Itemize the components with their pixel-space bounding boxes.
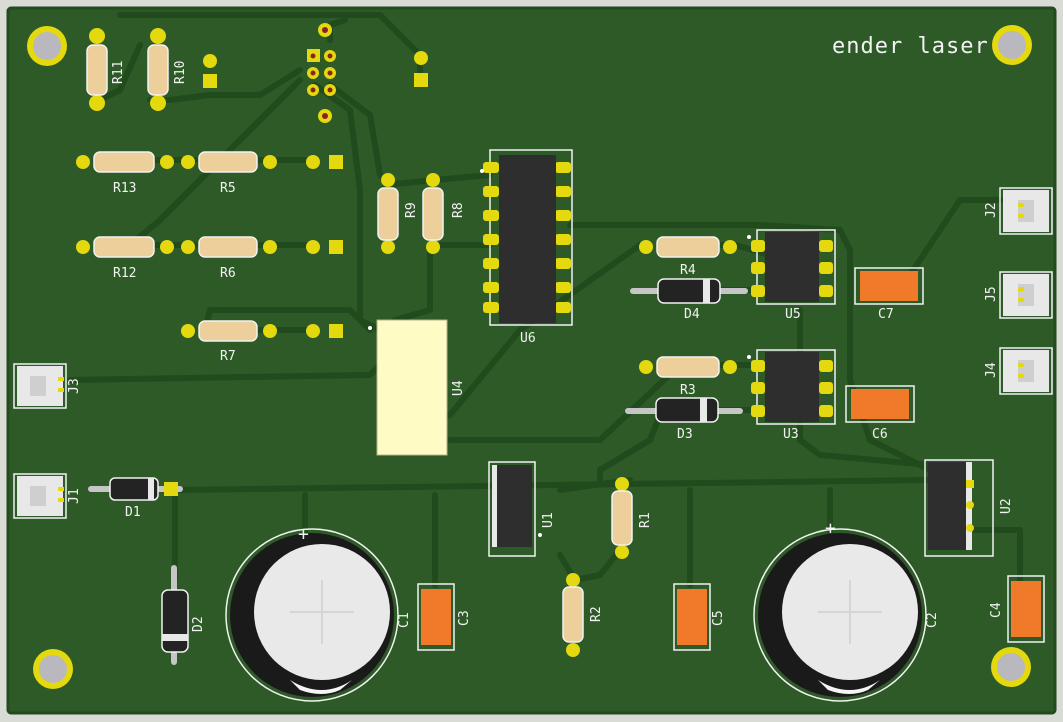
label-j1: J1 (67, 488, 82, 504)
connector-j3: J3 (13, 363, 82, 409)
label-u6: U6 (520, 331, 536, 346)
capacitor-c2: + C2 (753, 518, 940, 702)
diode-d1: D1 (88, 477, 183, 520)
label-c2: C2 (925, 612, 940, 628)
resistor-r3: R3 (639, 356, 737, 398)
diode-d4: D4 (630, 278, 748, 322)
resistor-r4: R4 (639, 236, 737, 278)
label-c5: C5 (711, 610, 726, 626)
label-j4: J4 (984, 362, 999, 378)
resistor-r11: R11 (86, 28, 126, 111)
resistor-r13: R13 (76, 151, 174, 196)
connector-j5: J5 (984, 271, 1053, 319)
label-d1: D1 (125, 505, 141, 520)
label-c1: C1 (397, 612, 412, 628)
resistor-r7: R7 (181, 320, 277, 364)
label-r11: R11 (111, 61, 126, 84)
regulator-u1: U1 (488, 461, 556, 557)
label-r12: R12 (113, 266, 136, 281)
label-u3: U3 (783, 427, 799, 442)
label-r10: R10 (173, 61, 188, 84)
polarity-plus-c1: + (298, 524, 309, 545)
resistor-r10: R10 (147, 28, 188, 111)
label-u5: U5 (785, 307, 801, 322)
connector-j1: J1 (13, 473, 82, 519)
label-u4: U4 (451, 380, 466, 396)
capacitor-c3: C3 (417, 583, 472, 651)
mounting-hole (991, 647, 1031, 687)
capacitor-c5: C5 (673, 583, 726, 651)
mounting-hole (27, 26, 67, 66)
pad-pairs (306, 155, 343, 338)
resistor-r6: R6 (181, 236, 277, 281)
connector-j2: J2 (984, 187, 1053, 235)
label-j2: J2 (984, 202, 999, 218)
label-u2: U2 (999, 498, 1014, 514)
label-r13: R13 (113, 181, 136, 196)
resistor-r12: R12 (76, 236, 174, 281)
label-r7: R7 (220, 349, 236, 364)
ic-u5: U5 (747, 229, 836, 322)
polarity-plus-c2: + (825, 518, 836, 539)
diode-d3: D3 (625, 397, 743, 442)
module-u4: U4 (368, 319, 466, 456)
label-d4: D4 (684, 307, 700, 322)
connector-j4: J4 (984, 347, 1053, 395)
label-j3: J3 (67, 378, 82, 394)
label-j5: J5 (984, 286, 999, 302)
capacitor-c4: C4 (989, 575, 1045, 643)
ic-u3: U3 (747, 349, 836, 442)
label-r8: R8 (451, 202, 466, 218)
label-d3: D3 (677, 427, 693, 442)
label-r6: R6 (220, 266, 236, 281)
resistor-r1: R1 (611, 477, 653, 559)
board-title: ender laser (832, 34, 989, 59)
resistor-r9: R9 (377, 173, 419, 254)
label-r1: R1 (638, 512, 653, 528)
capacitor-c1: + C1 (225, 524, 412, 702)
label-c6: C6 (872, 427, 888, 442)
mounting-holes (27, 25, 1032, 689)
label-r3: R3 (680, 383, 696, 398)
ic-u6: U6 (480, 149, 573, 346)
resistor-r2: R2 (562, 573, 604, 657)
capacitor-c7: C7 (854, 267, 924, 322)
resistor-r5: R5 (181, 151, 277, 196)
label-r5: R5 (220, 181, 236, 196)
label-r4: R4 (680, 263, 696, 278)
label-c4: C4 (989, 602, 1004, 618)
pin-header-block (203, 23, 428, 123)
label-d2: D2 (191, 616, 206, 632)
board-substrate (6, 6, 1057, 715)
mounting-hole (992, 25, 1032, 65)
label-c7: C7 (878, 307, 894, 322)
label-u1: U1 (541, 512, 556, 528)
label-r9: R9 (404, 202, 419, 218)
label-r2: R2 (589, 606, 604, 622)
diode-d2: D2 (161, 565, 206, 665)
capacitor-c6: C6 (845, 385, 915, 442)
label-c3: C3 (457, 610, 472, 626)
resistor-r8: R8 (422, 173, 466, 254)
regulator-u2: U2 (924, 459, 1014, 557)
mounting-hole (33, 649, 73, 689)
